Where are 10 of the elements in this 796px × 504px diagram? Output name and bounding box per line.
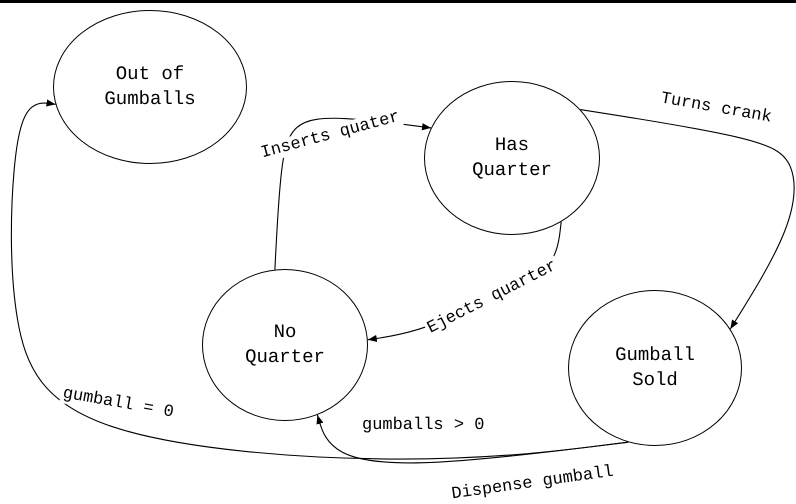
state-name: No Quarter — [244, 320, 326, 370]
state-ellipse — [568, 290, 742, 446]
arrow — [580, 109, 795, 330]
state-ellipse — [424, 81, 600, 235]
state-name: Has Quarter — [471, 133, 553, 183]
state-name: Out of Gumballs — [103, 62, 197, 112]
state-name: Gumball Sold — [614, 343, 696, 393]
arrow — [10, 99, 628, 460]
state-ellipse — [53, 10, 247, 164]
edge-label: gumballs > 0 — [360, 416, 486, 434]
